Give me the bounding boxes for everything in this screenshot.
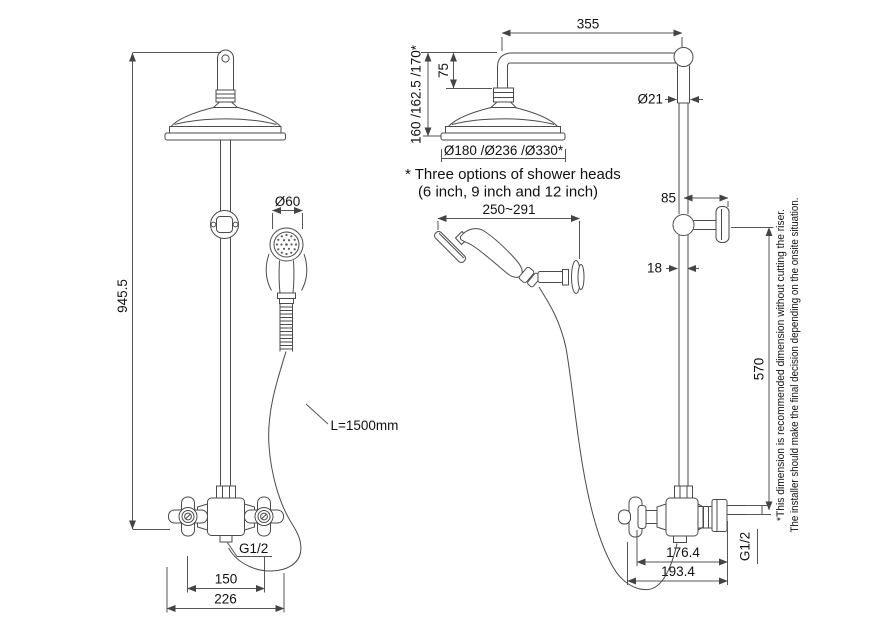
riser-wall-bracket-front	[210, 210, 239, 239]
bracket-screw-left	[210, 221, 217, 228]
arm-drop-label: 75	[436, 63, 451, 78]
arm-hook-hole	[221, 54, 230, 63]
head-height-options-label: 160 /162.5 /170*	[409, 44, 424, 144]
riser-side	[673, 47, 694, 486]
dim-overall-height: 945.5	[115, 52, 221, 530]
handset-side	[433, 228, 585, 294]
flexible-hose-front	[228, 351, 302, 572]
flexible-hose-side	[538, 286, 678, 591]
leader-inlet-thread: G1/2	[738, 505, 771, 564]
hose-length-label: L=1500mm	[331, 418, 399, 433]
leader-outlet-thread: G1/2	[226, 541, 272, 557]
valve-handle-side	[618, 496, 647, 538]
inlet-centers-label: 150	[215, 572, 238, 587]
dim-arm-drop: 75	[421, 52, 497, 89]
handset-length-label: 250~291	[483, 202, 536, 217]
cradle-arm-left	[265, 253, 272, 291]
dim-arm-projection: 355	[501, 17, 683, 51]
dim-inlet-centers: 150	[187, 556, 265, 593]
riser-diameter-label: Ø21	[637, 92, 663, 107]
overall-height-label: 945.5	[115, 279, 130, 313]
overall-width-label: 226	[214, 592, 237, 607]
dim-handset-diameter: Ø60	[272, 194, 303, 229]
riser-note-line2: The installer should make the final deci…	[789, 198, 801, 533]
hose-ribbed-section	[279, 303, 293, 352]
dim-handset-length: 250~291	[437, 202, 580, 259]
valve-depth-overall-label: 193.4	[661, 564, 695, 579]
handset-front	[265, 227, 308, 352]
valve-body	[207, 497, 245, 536]
valve-body-side	[665, 497, 699, 537]
riser-note: *This dimension is recommended dimension…	[775, 198, 801, 533]
inlet-thread-label: G1/2	[738, 532, 753, 561]
overhead-shower-side	[440, 101, 566, 141]
side-view: 355 75 160 /162.5 /170*	[405, 17, 774, 591]
head-options-note: * Three options of shower heads (6 inch,…	[405, 166, 621, 201]
riser-wall-bracket-side	[672, 206, 730, 243]
shower-head-dome	[169, 107, 282, 127]
dim-riser-length: 570	[731, 227, 774, 511]
bracket-projection-label: 85	[661, 191, 676, 206]
arm-projection-label: 355	[577, 17, 600, 32]
head-options-note-line1: * Three options of shower heads	[405, 166, 621, 183]
valve-depth-inner-label: 176.4	[666, 545, 700, 560]
dim-bracket-projection: 85	[661, 191, 729, 207]
front-view: 945.5	[115, 49, 399, 613]
handset-handle	[459, 228, 523, 278]
riser-top-ball-joint	[673, 47, 694, 67]
valve-front	[168, 485, 284, 543]
wall-union-nut	[697, 506, 713, 529]
handset-nut	[277, 292, 296, 299]
shower-head-rim	[169, 126, 282, 134]
riser-union-nut	[216, 485, 236, 499]
dim-head-diameter-options: Ø180 /Ø236 /Ø330*	[441, 143, 566, 162]
valve-wall-flange	[711, 499, 728, 532]
dim-head-height-options: 160 /162.5 /170*	[409, 44, 441, 144]
leader-hose-length: L=1500mm	[305, 403, 399, 433]
riser-note-line1: *This dimension is recommended dimension…	[775, 209, 787, 521]
overhead-shower-front	[164, 49, 286, 141]
handset-diameter-label: Ø60	[275, 194, 301, 209]
outlet-thread-label: G1/2	[239, 541, 268, 556]
valve-outlet-side	[673, 535, 687, 543]
bracket-wall-flange	[715, 206, 730, 243]
bracket-screw-right	[232, 221, 239, 228]
dim-riser-tube-diameter: 18	[647, 261, 699, 276]
valve-outlet	[219, 535, 233, 543]
cradle-arm-right	[301, 253, 308, 291]
head-options-note-line2: (6 inch, 9 inch and 12 inch)	[418, 184, 598, 201]
riser-tube-diameter-label: 18	[647, 261, 662, 276]
dim-overall-width: 226	[166, 567, 285, 613]
handset-head-disk	[433, 230, 467, 264]
head-diameter-options-label: Ø180 /Ø236 /Ø330*	[444, 143, 564, 158]
handset-spray-holes	[275, 233, 298, 256]
dim-valve-depth-inner: 176.4	[636, 521, 728, 585]
valve-handle-left	[168, 496, 208, 537]
dim-riser-diameter: Ø21	[637, 92, 703, 107]
handset-cradle-arm	[537, 271, 564, 283]
riser-pipe-front	[220, 140, 231, 486]
valve-handle-right	[244, 496, 284, 537]
riser-length-label: 570	[752, 358, 767, 381]
valve-side	[618, 485, 763, 543]
